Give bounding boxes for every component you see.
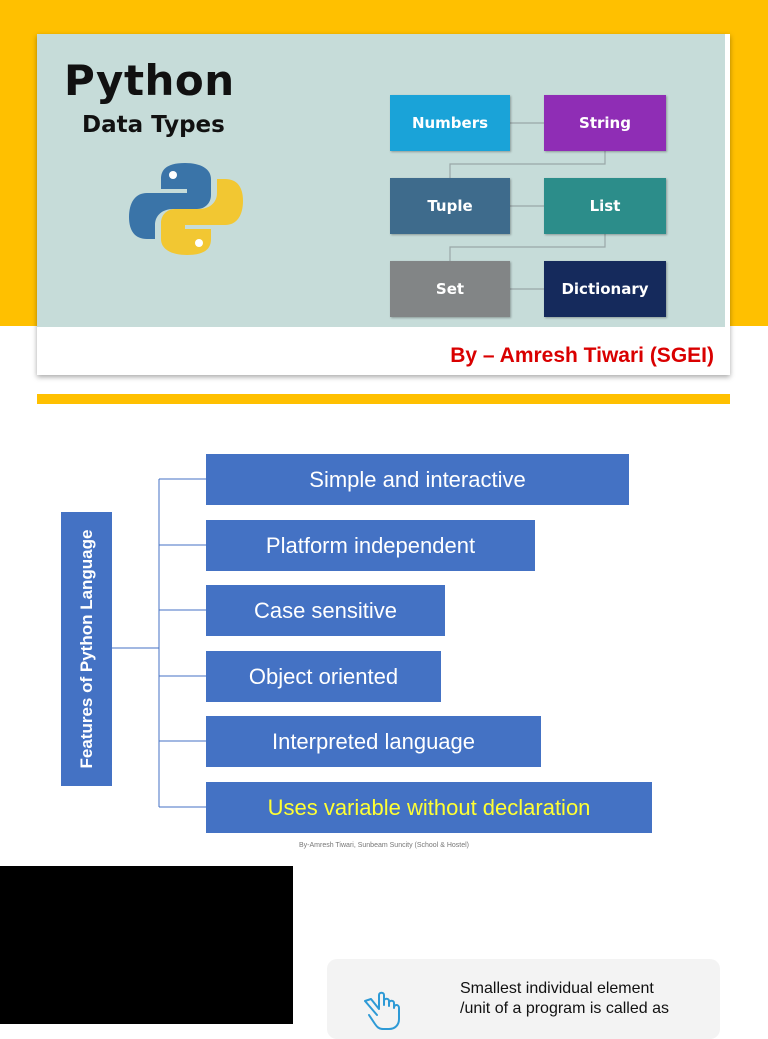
data-type-set: Set	[390, 261, 510, 317]
python-data-types-image: Python Data Types Numbers String Tuple L…	[37, 34, 725, 327]
python-logo-icon	[129, 163, 243, 255]
features-heading: Features of Python Language	[61, 512, 112, 786]
definition-line-2: /unit of a program is called as	[460, 1000, 669, 1017]
definition-card: Smallest individual element /unit of a p…	[327, 959, 720, 1039]
banner-subtitle: Data Types	[82, 112, 225, 138]
author-credit: By – Amresh Tiwari (SGEI)	[450, 344, 714, 367]
feature-variable-without-declaration: Uses variable without declaration	[206, 782, 652, 833]
features-heading-label: Features of Python Language	[76, 529, 96, 769]
feature-case-sensitive: Case sensitive	[206, 585, 445, 636]
data-type-string: String	[544, 95, 666, 151]
hand-pointer-icon	[364, 991, 400, 1030]
feature-simple-interactive: Simple and interactive	[206, 454, 629, 505]
feature-platform-independent: Platform independent	[206, 520, 535, 571]
banner-card: Python Data Types Numbers String Tuple L…	[37, 34, 730, 375]
data-type-dictionary: Dictionary	[544, 261, 666, 317]
data-type-tuple: Tuple	[390, 178, 510, 234]
features-footer-note: By-Amresh Tiwari, Sunbeam Suncity (Schoo…	[298, 842, 469, 849]
banner-title: Python	[64, 56, 235, 105]
black-panel	[0, 866, 293, 1024]
data-type-numbers: Numbers	[390, 95, 510, 151]
feature-interpreted-language: Interpreted language	[206, 716, 541, 767]
feature-object-oriented: Object oriented	[206, 651, 441, 702]
data-types-connectors	[449, 122, 606, 290]
definition-line-1: Smallest individual element	[460, 980, 654, 997]
definition-text: Smallest individual element /unit of a p…	[460, 979, 720, 1019]
section-divider	[37, 394, 730, 404]
data-type-list: List	[544, 178, 666, 234]
